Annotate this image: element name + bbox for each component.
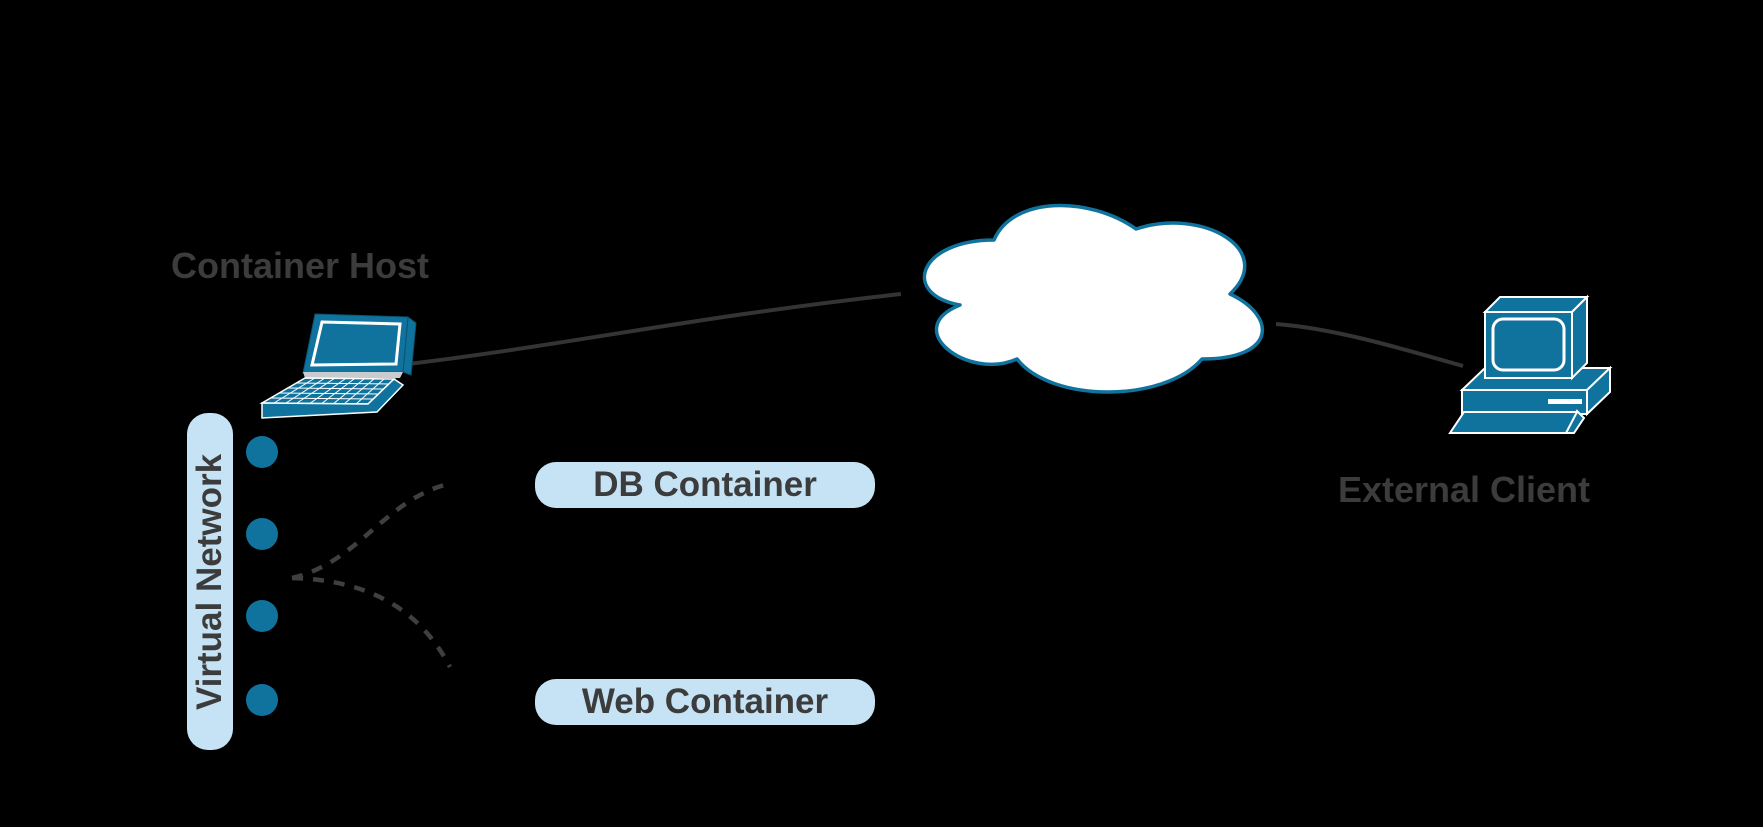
virtual-network-label: Virtual Network [190, 453, 229, 710]
web-container-label: Web Container [581, 682, 829, 721]
network-port-dots [246, 436, 278, 716]
network-port-dot [246, 684, 278, 716]
virtual-network-bar: Virtual Network [187, 413, 233, 750]
edge-vnet-to-db [291, 480, 453, 581]
network-port-dot [246, 518, 278, 550]
external-client-label: External Client [1337, 469, 1591, 510]
edge-cloud-to-client [1275, 322, 1464, 368]
db-container-node: DB Container [535, 462, 875, 508]
web-container-node: Web Container [535, 679, 875, 725]
db-container-label: DB Container [593, 465, 817, 504]
network-port-dot [246, 436, 278, 468]
edge-host-to-cloud [407, 292, 902, 366]
edge-vnet-to-web [291, 575, 452, 669]
laptop-icon [259, 313, 417, 419]
desktop-computer-icon [1448, 294, 1613, 434]
network-port-dot [246, 600, 278, 632]
container-host-label: Container Host [170, 245, 429, 286]
internet-cloud-icon [922, 203, 1265, 394]
